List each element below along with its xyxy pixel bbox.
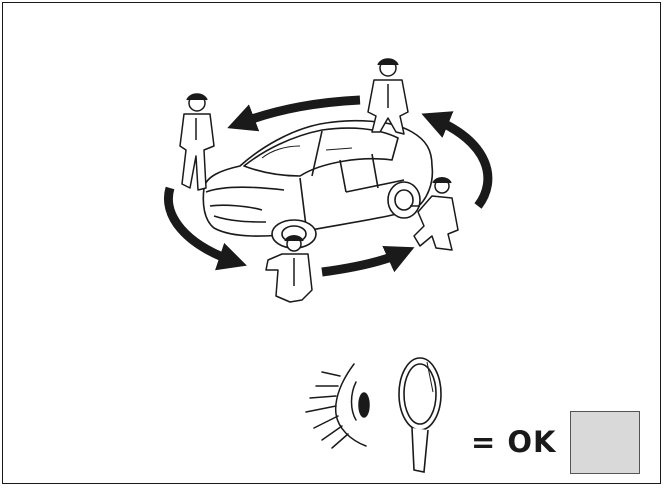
car bbox=[203, 121, 432, 248]
eye-icon bbox=[306, 364, 369, 448]
ok-label: = OK bbox=[471, 425, 557, 459]
mechanic-left bbox=[180, 94, 214, 190]
arrow-bottom bbox=[322, 252, 404, 272]
ok-checkbox[interactable] bbox=[570, 411, 640, 474]
magnifying-glass-icon bbox=[399, 358, 441, 472]
